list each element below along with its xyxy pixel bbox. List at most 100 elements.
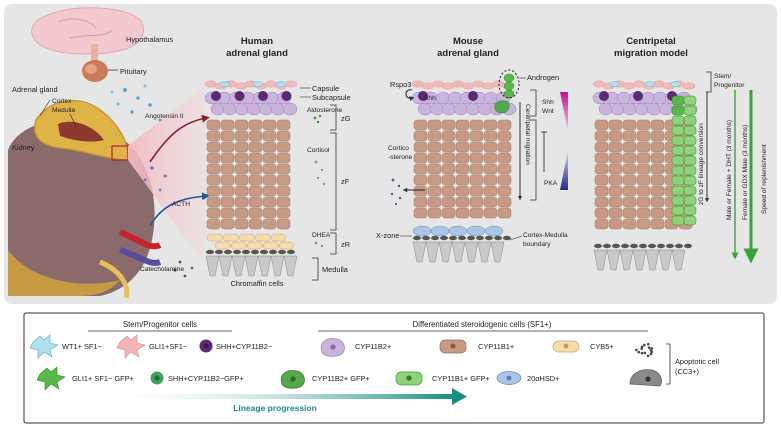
model-tissue-wt1-cell bbox=[609, 81, 620, 87]
human-tissue-zf-cell bbox=[276, 163, 291, 175]
human-tissue-shh-cell bbox=[234, 91, 245, 101]
human-tissue bbox=[204, 80, 298, 277]
model-tissue-gfp-cell bbox=[683, 115, 697, 126]
human-tissue-zf-cell bbox=[234, 207, 249, 219]
svg-text:CYP11B2+ GFP+: CYP11B2+ GFP+ bbox=[312, 374, 370, 383]
human-tissue-apoptotic-cell bbox=[251, 249, 259, 255]
apoptotic-fragment bbox=[635, 348, 638, 352]
human-tissue-zf-cell bbox=[234, 163, 249, 175]
model-tissue-gfp-cell bbox=[683, 185, 697, 196]
model-tissue-apoptotic-cell bbox=[684, 243, 692, 249]
svg-text:GLI1+SF1−: GLI1+SF1− bbox=[149, 342, 187, 351]
human-tissue-shh-cell bbox=[281, 91, 292, 101]
human-tissue-zf-cell bbox=[206, 207, 221, 219]
model-tissue-zf-cell bbox=[636, 196, 651, 208]
human-tissue-wt1-cell bbox=[252, 81, 263, 87]
model-tissue-shh-cell bbox=[633, 91, 643, 101]
mouse-tissue-zf-cell bbox=[483, 196, 498, 208]
legend-item-cyp11b2: CYP11B2+ bbox=[320, 338, 391, 357]
mouse-tissue-zf-cell bbox=[441, 196, 456, 208]
mouse-tissue-zf-cell bbox=[469, 163, 484, 175]
pituitary-stalk bbox=[91, 44, 98, 62]
human-tissue-apoptotic-cell bbox=[233, 249, 241, 255]
model-tissue-gfp-cell bbox=[671, 105, 685, 116]
mouse-tissue-zf-cell bbox=[455, 174, 470, 186]
human-tissue-zf-cell bbox=[248, 196, 263, 208]
mouse-tissue-zf-cell bbox=[469, 119, 484, 131]
legend-item-shh-gfp: SHH+CYP11B2−GFP+ bbox=[150, 371, 244, 385]
human-tissue-zf-cell bbox=[206, 152, 221, 164]
model-tissue-apoptotic-cell bbox=[630, 243, 638, 249]
model-tissue-zf-cell bbox=[608, 207, 623, 219]
human-tissue-zf-cell bbox=[206, 163, 221, 175]
svg-text:CYB5+: CYB5+ bbox=[590, 342, 614, 351]
human-tissue-apoptotic-cell bbox=[287, 249, 295, 255]
androgen-region bbox=[498, 69, 520, 99]
apoptotic-fragment bbox=[640, 351, 644, 355]
label-pka: PKA bbox=[544, 180, 558, 187]
mouse-tissue-zf-cell bbox=[483, 207, 498, 219]
human-tissue-apoptotic-cell bbox=[278, 249, 286, 255]
label-stem-2: Progenitor bbox=[714, 82, 745, 89]
svg-text:GLI1+ SF1− GFP+: GLI1+ SF1− GFP+ bbox=[72, 374, 134, 383]
human-tissue-zr-cell bbox=[230, 241, 247, 250]
apoptotic-fragment bbox=[646, 342, 650, 346]
corticosterone-dots bbox=[390, 178, 402, 206]
human-tissue-zg-cell bbox=[282, 102, 298, 116]
human-tissue-medulla-cell bbox=[270, 255, 285, 277]
label-speed: Speed of replenishment bbox=[761, 144, 768, 214]
human-tissue-medulla-cell bbox=[283, 255, 298, 277]
model-tissue-zf-cell bbox=[594, 163, 609, 175]
model-tissue-gfp-cell bbox=[671, 185, 685, 196]
label-male-female: Male or Female + DHT (3 months) bbox=[726, 120, 733, 220]
mouse-tissue-medulla-cell bbox=[490, 241, 505, 263]
human-tissue-medulla-cell bbox=[205, 255, 220, 277]
mouse-tissue-zf-cell bbox=[483, 174, 498, 186]
model-tissue-gfp-cell bbox=[671, 115, 685, 126]
model-tissue-zf-cell bbox=[636, 174, 651, 186]
label-female-gdx: Female or GDX Male (3 months) bbox=[742, 125, 749, 220]
model-tissue-zf-cell bbox=[636, 141, 651, 153]
label-medulla-left: Medulla bbox=[52, 107, 75, 114]
mouse-adrenal-panel: Mouse adrenal gland Rspo3 Shh Androgen S… bbox=[376, 36, 568, 263]
human-tissue-medulla-cell bbox=[244, 255, 259, 277]
human-tissue-zf-cell bbox=[262, 207, 277, 219]
human-tissue-wt1-cell bbox=[276, 81, 287, 87]
human-tissue-zf-cell bbox=[234, 152, 249, 164]
model-tissue-zf-cell bbox=[608, 130, 623, 142]
model-tissue-medulla-cell bbox=[632, 249, 647, 271]
model-tissue-gfp-cell bbox=[671, 145, 685, 156]
mouse-tissue-zf-cell bbox=[441, 119, 456, 131]
mouse-tissue-apoptotic-cell bbox=[413, 235, 421, 241]
human-tissue-zf-cell bbox=[248, 185, 263, 197]
model-tissue-zf-cell bbox=[594, 141, 609, 153]
label-kidney: Kidney bbox=[12, 143, 35, 152]
human-tissue-zf-cell bbox=[262, 196, 277, 208]
model-tissue-zf-cell bbox=[622, 207, 637, 219]
mouse-tissue-zf-cell bbox=[497, 130, 512, 142]
model-tissue-zf-cell bbox=[636, 185, 651, 197]
human-tissue-zr-cell bbox=[238, 233, 255, 242]
model-tissue-zf-cell bbox=[608, 174, 623, 186]
human-tissue-zf-cell bbox=[276, 174, 291, 186]
label-zg: zG bbox=[341, 114, 351, 123]
human-tissue-zf-cell bbox=[234, 119, 249, 131]
model-tissue-zf-cell bbox=[650, 163, 665, 175]
lineage-progression-label: Lineage progression bbox=[233, 403, 317, 413]
mouse-tissue-zf-cell bbox=[413, 174, 428, 186]
mouse-tissue-zf-cell bbox=[413, 163, 428, 175]
model-tissue-gfp-cell bbox=[671, 135, 685, 146]
human-tissue-zf-cell bbox=[206, 119, 221, 131]
mouse-tissue-apoptotic-cell bbox=[449, 235, 457, 241]
human-tissue-zr-cell bbox=[278, 241, 295, 250]
anatomy-illustration: Hypothalamus Pituitary Adrenal gland Cor… bbox=[8, 7, 210, 299]
mouse-tissue-zf-cell bbox=[483, 185, 498, 197]
label-zf: zF bbox=[341, 177, 350, 186]
svg-text:20αHSD+: 20αHSD+ bbox=[527, 374, 559, 383]
model-tissue-gfp-cell bbox=[683, 95, 697, 106]
model-tissue-zf-cell bbox=[594, 185, 609, 197]
model-tissue-zf-cell bbox=[650, 218, 665, 230]
model-tissue-medulla-cell bbox=[606, 249, 621, 271]
human-tissue-zf-cell bbox=[248, 163, 263, 175]
